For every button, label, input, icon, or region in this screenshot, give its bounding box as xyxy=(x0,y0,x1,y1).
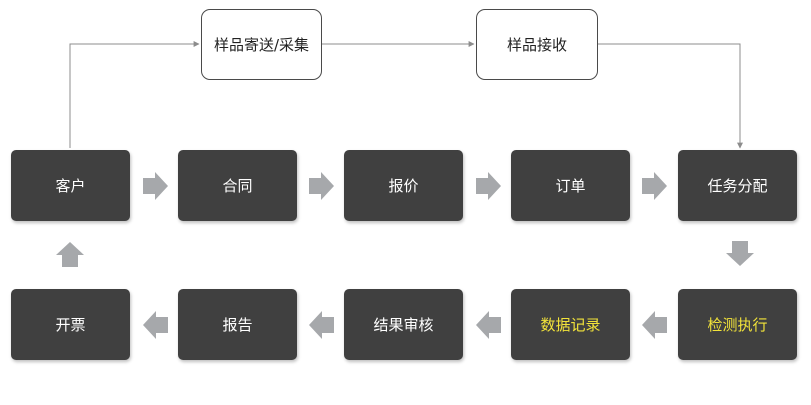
node-order: 订单 xyxy=(511,150,630,221)
block-arrow-left xyxy=(476,311,501,339)
block-arrow-left xyxy=(309,311,334,339)
node-invoice: 开票 xyxy=(11,289,130,360)
node-quote: 报价 xyxy=(344,150,463,221)
node-test-execution: 检测执行 xyxy=(678,289,797,360)
node-report: 报告 xyxy=(178,289,297,360)
node-data-record: 数据记录 xyxy=(511,289,630,360)
block-arrow-right xyxy=(143,172,168,200)
block-arrow-left xyxy=(143,311,168,339)
block-arrow-down xyxy=(726,241,754,266)
block-arrow-up xyxy=(56,242,84,267)
node-result-review: 结果审核 xyxy=(344,289,463,360)
node-customer: 客户 xyxy=(11,150,130,221)
node-task-assignment: 任务分配 xyxy=(678,150,797,221)
block-arrow-right xyxy=(309,172,334,200)
connector-customer-to-sample xyxy=(69,41,200,148)
block-arrow-right xyxy=(476,172,501,200)
block-arrow-left xyxy=(642,311,667,339)
node-sample-receipt: 样品接收 xyxy=(476,9,598,80)
node-contract: 合同 xyxy=(178,150,297,221)
block-arrow-right xyxy=(642,172,667,200)
connector-receive-to-assign xyxy=(598,43,743,149)
node-sample-collection: 样品寄送/采集 xyxy=(201,9,322,80)
